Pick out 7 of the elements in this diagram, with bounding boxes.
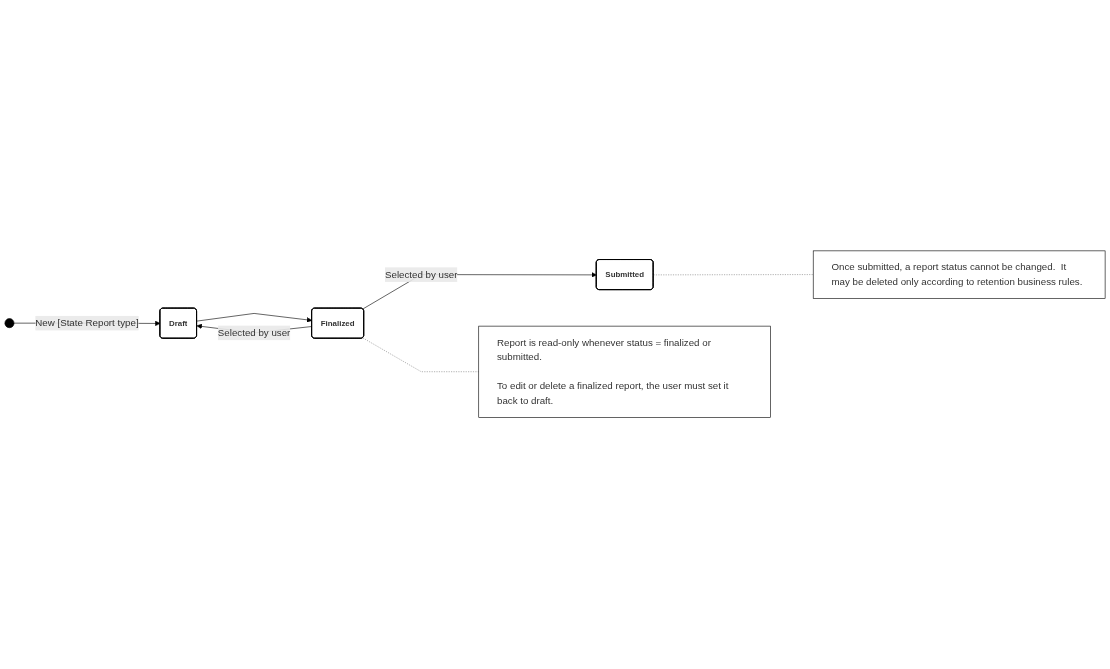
node-circle — [4, 318, 15, 329]
connector — [653, 274, 814, 276]
edge-label: Selected by user — [217, 327, 291, 339]
edge-label: Selected by user — [384, 269, 458, 280]
edge-label: New [State Report type] — [35, 318, 139, 329]
node-box: Report is read-only whenever status = finalized or submitted. To edit or delete a finalized report, the user must set it back to draft. — [478, 326, 771, 419]
node-box: Once submitted, a report status cannot be changed. It may be deleted only according to retention business rules. — [812, 250, 1106, 299]
